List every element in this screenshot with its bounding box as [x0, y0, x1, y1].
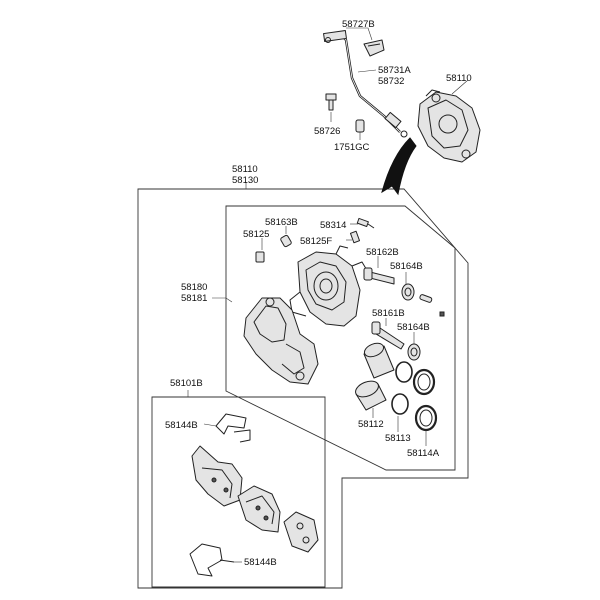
caliper-top-view [417, 89, 481, 163]
caliper-bracket [243, 297, 319, 385]
label-58112: 58112 [358, 419, 384, 430]
hose-bolt [325, 93, 337, 111]
label-58125: 58125 [243, 229, 269, 240]
caliper-assembly-frame [137, 188, 469, 589]
label-58125f: 58125F [300, 236, 332, 247]
bleeder-small-cap [439, 311, 445, 317]
label-58164b-upper: 58164B [390, 261, 423, 272]
label-58164b-lower: 58164B [397, 322, 430, 333]
pin-boot-upper [401, 283, 415, 301]
label-58163b: 58163B [265, 217, 298, 228]
hose-bracket-clip [363, 39, 385, 57]
hose-washer [355, 119, 365, 133]
piston-seal [391, 361, 413, 415]
guide-pin-lower [371, 321, 405, 350]
bleeder-cap [280, 234, 292, 248]
brake-pad-inner [191, 445, 243, 507]
brake-pad-outer [237, 485, 281, 533]
guide-bolt [255, 251, 265, 263]
caliper-body-frame [225, 205, 456, 471]
pad-kit-frame [151, 396, 326, 588]
label-58180: 58180 [181, 282, 207, 293]
caliper-body [289, 245, 369, 327]
part-labels: 58727B 58731A 58732 58110 58726 1751GC 5… [165, 19, 472, 568]
label-58727b: 58727B [342, 19, 375, 30]
bleeder-screw [356, 217, 375, 229]
pad-shim [283, 511, 319, 553]
piston [355, 342, 395, 411]
label-58726: 58726 [314, 126, 340, 137]
pin-bushing [419, 294, 433, 303]
label-58144b-top: 58144B [165, 420, 198, 431]
label-58162b: 58162B [366, 247, 399, 258]
label-58181: 58181 [181, 293, 207, 304]
bleeder-valve [349, 230, 361, 244]
label-58144b-bottom: 58144B [244, 557, 277, 568]
label-58110: 58110 [232, 164, 258, 175]
label-58732: 58732 [378, 76, 404, 87]
pin-boot-lower [407, 343, 421, 361]
guide-pin-upper [363, 267, 395, 285]
label-58110-top: 58110 [446, 73, 472, 84]
label-58130: 58130 [232, 175, 258, 186]
label-58101b: 58101B [170, 378, 203, 389]
brake-hose [323, 30, 408, 138]
label-58114a: 58114A [407, 448, 440, 459]
anti-rattle-spring-bottom [189, 543, 235, 577]
label-58113: 58113 [385, 433, 411, 444]
anti-rattle-spring-top [215, 413, 251, 443]
label-58731a: 58731A [378, 65, 411, 76]
dust-boot [412, 368, 438, 432]
label-1751gc: 1751GC [334, 142, 370, 153]
label-58314: 58314 [320, 220, 346, 231]
label-58161b: 58161B [372, 308, 405, 319]
direction-arrow [381, 137, 417, 196]
